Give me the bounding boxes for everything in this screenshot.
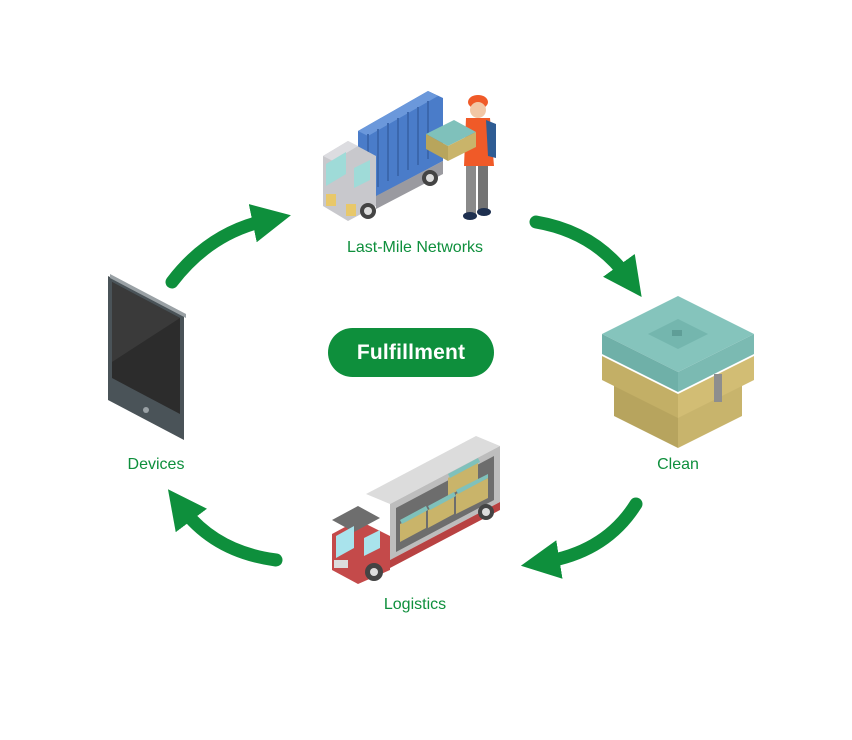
reusable-container-icon [602, 296, 754, 448]
delivery-truck-courier-icon [323, 91, 496, 221]
node-label-devices: Devices [127, 456, 185, 473]
node-label-logistics: Logistics [383, 596, 447, 613]
cargo-truck-icon [332, 436, 500, 584]
node-label-clean: Clean [657, 456, 699, 473]
arrow-clean-to-logistics [520, 497, 643, 579]
tablet-device-icon [108, 274, 186, 440]
arrow-lastmile-to-clean [529, 215, 642, 298]
arrow-logistics-to-devices [167, 489, 283, 567]
node-label-last-mile: Last-Mile Networks [346, 239, 484, 256]
center-label-fulfillment: Fulfillment [328, 328, 494, 377]
